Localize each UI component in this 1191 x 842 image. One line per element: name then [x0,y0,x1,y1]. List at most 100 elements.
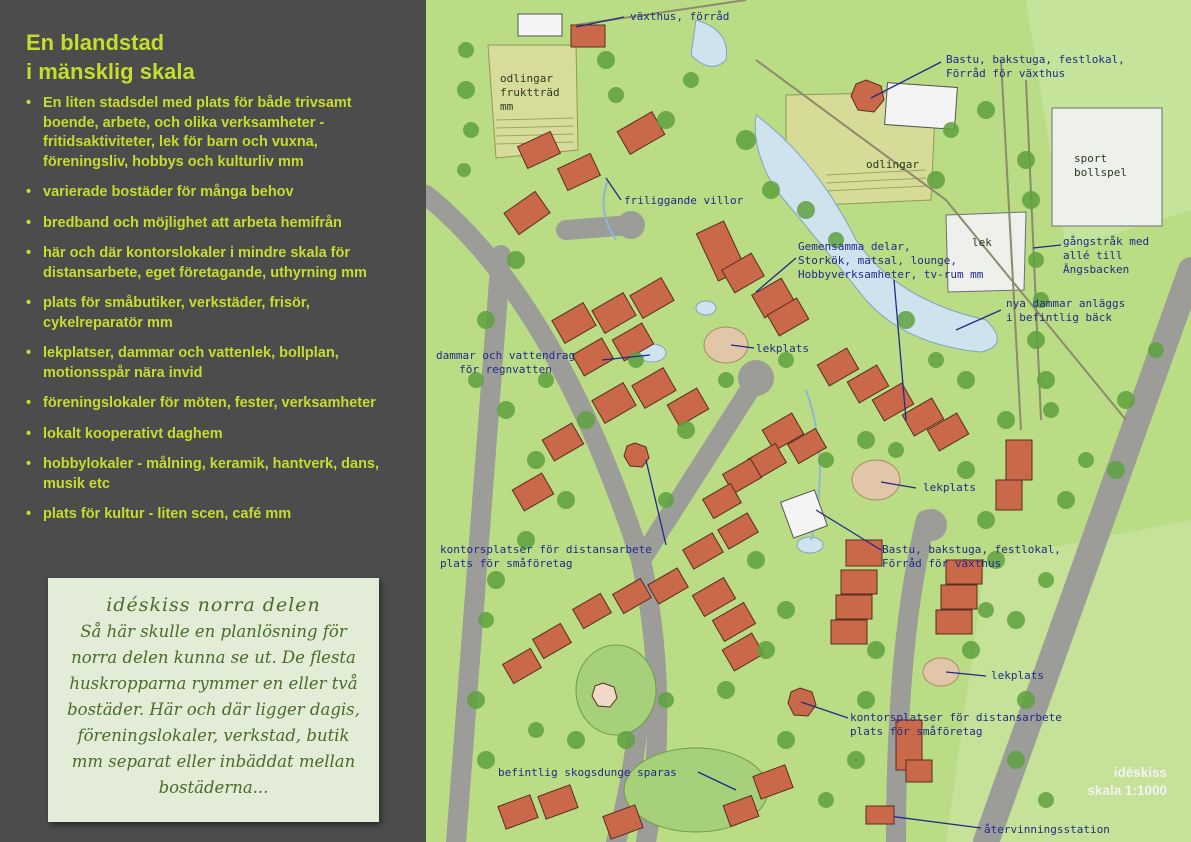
tree [657,111,675,129]
tree [683,72,699,88]
house-roof [537,784,579,820]
tree [818,452,834,468]
tree [557,491,575,509]
zone-lek: lek [972,236,992,249]
house-roof [721,632,765,672]
pond-center [796,536,824,554]
tree [1017,691,1035,709]
leader-kontor-2 [800,701,849,719]
page-title: En blandstad i mänsklig skala [26,28,195,86]
tree [997,411,1015,429]
tree [1038,572,1054,588]
house-roof [945,559,983,585]
tree [977,511,995,529]
greenhouse-top [884,82,958,130]
label-gangstrak: gångstråk med allé till Ängsbacken [1063,235,1150,276]
allé-path-2 [1000,59,1022,431]
list-item: bredband och möjlighet att arbeta hemifr… [26,214,406,234]
house-roof [816,347,860,387]
sketch-note-card: idéskiss norra delen Så här skulle en pl… [48,578,379,822]
house-roof [835,594,873,620]
leader-lekplats-1 [730,344,755,349]
orchard-field [487,44,579,159]
tree [477,751,495,769]
house-roof [631,367,677,409]
tree [897,311,915,329]
tree [778,352,794,368]
house-roof [556,152,602,192]
house-roof [935,609,973,635]
tree [747,551,765,569]
tree [757,641,775,659]
pavilion-top [850,79,885,113]
house-roof [516,130,562,170]
tree [797,201,815,219]
tree [978,602,994,618]
tree [457,81,475,99]
house-roof [629,277,675,319]
house-roof [766,297,810,337]
house-roof [666,387,710,427]
leader-atervinning [880,814,982,829]
tree [658,492,674,508]
tree [718,372,734,388]
tree [987,551,1005,569]
road-loop-ends [617,211,947,541]
tree [1043,402,1059,418]
woodland-west [575,644,657,736]
leader-lekplats-2 [880,481,917,489]
label-skogsdunge: befintlig skogsdunge sparas [498,766,677,779]
greenhouses [517,13,958,539]
tree [736,130,756,150]
tree [628,352,644,368]
house-roof [611,577,653,615]
tree [1022,191,1040,209]
house-roof [682,532,724,570]
house-roof [995,479,1023,511]
leader-gangstrak [1032,244,1062,249]
zone-odlingar: odlingar [866,158,919,171]
side-road-branch [631,370,766,570]
house-roof [786,427,828,465]
tree [1117,391,1135,409]
tree [577,411,595,429]
site-plan-drawing [426,0,1191,842]
house-roof [591,292,637,334]
house-roof [721,252,765,294]
tree [617,731,635,749]
label-lekplats-3: lekplats [991,669,1044,682]
label-atervinningsstation: återvinningsstation [984,823,1110,836]
house-roof [721,457,763,495]
list-item: varierade bostäder för många behov [26,183,406,203]
tree [468,372,484,388]
house-roof [711,601,757,643]
tree [677,421,695,439]
tree [507,251,525,269]
recycling-box [865,805,895,825]
house-roof [551,302,597,344]
leader-bastu-top [870,61,942,99]
playground-3 [922,657,960,687]
site-plan-map: växthus, förråd odlingar fruktträd mm Ba… [426,0,1191,842]
greenhouse-center [779,489,829,539]
list-item: här och där kontorslokaler i mindre skal… [26,244,406,283]
recycling-station [865,805,895,825]
house-roof [611,322,655,362]
house-roof [845,539,883,567]
leader-bastu-mid [815,509,882,551]
house-blocks [497,24,1033,840]
creek-ponds [754,114,998,353]
tree [777,731,795,749]
house-roof [602,804,644,840]
tree [1038,792,1054,808]
tree [463,122,479,138]
pavilion-grove [591,682,618,708]
house-roof [840,569,878,595]
tree [458,42,474,58]
tree [1017,151,1035,169]
sport-field [1051,107,1163,227]
stream-west [602,179,617,241]
feature-list: En liten stadsdel med plats för både tri… [26,94,406,536]
house-roof [511,472,555,512]
leader-gemensamma-2 [893,279,907,421]
